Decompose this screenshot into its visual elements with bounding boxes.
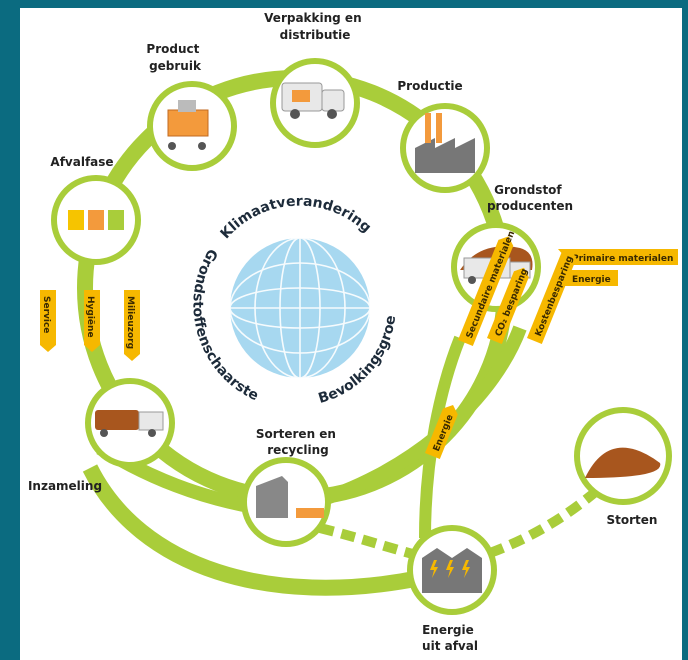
node-energie	[407, 525, 497, 615]
label-grondstof: Grondstof producenten	[487, 183, 573, 213]
label-sorteren: Sorteren en recycling	[256, 427, 340, 457]
label-inzameling: Inzameling	[28, 479, 102, 493]
svg-text:Primaire materialen: Primaire materialen	[572, 254, 673, 264]
node-storten	[574, 407, 672, 505]
node-productie	[400, 103, 490, 193]
node-verpakking	[270, 58, 360, 148]
flow-inzameling-energie	[82, 464, 422, 596]
globe-label-top: Klimaatverandering	[218, 194, 375, 242]
label-storten: Storten	[607, 513, 658, 527]
node-afvalfase	[51, 175, 141, 265]
node-product-gebruik	[147, 81, 237, 171]
svg-text:Energie: Energie	[572, 275, 611, 285]
label-afvalfase: Afvalfase	[50, 155, 113, 169]
svg-text:Milieuzorg: Milieuzorg	[125, 296, 135, 349]
label-product-gebruik: Product gebruik	[146, 42, 203, 73]
globe	[229, 237, 371, 379]
tag-milieuzorg: Milieuzorg	[124, 290, 140, 361]
tag-service: Service	[40, 290, 56, 352]
circular-economy-diagram: Klimaatverandering Grondstoffenschaarste…	[20, 8, 678, 653]
svg-text:Service: Service	[41, 296, 51, 333]
flow-energie-up	[419, 335, 466, 539]
label-verpakking: Verpakking en distributie	[264, 11, 366, 42]
label-energie: Energie uit afval	[422, 623, 478, 653]
flow-energie-storten	[488, 484, 604, 558]
tag-primaire-materialen: Primaire materialen	[558, 249, 678, 265]
node-sorteren	[241, 457, 331, 547]
flow-sorteren-energie	[318, 523, 422, 561]
tag-hygiene: Hygiëne	[84, 290, 100, 352]
label-productie: Productie	[397, 79, 462, 93]
diagram-frame: Klimaatverandering Grondstoffenschaarste…	[20, 8, 682, 660]
tag-energie-in: Energie	[558, 270, 618, 286]
node-inzameling	[85, 378, 175, 468]
svg-text:Hygiëne: Hygiëne	[85, 296, 95, 338]
